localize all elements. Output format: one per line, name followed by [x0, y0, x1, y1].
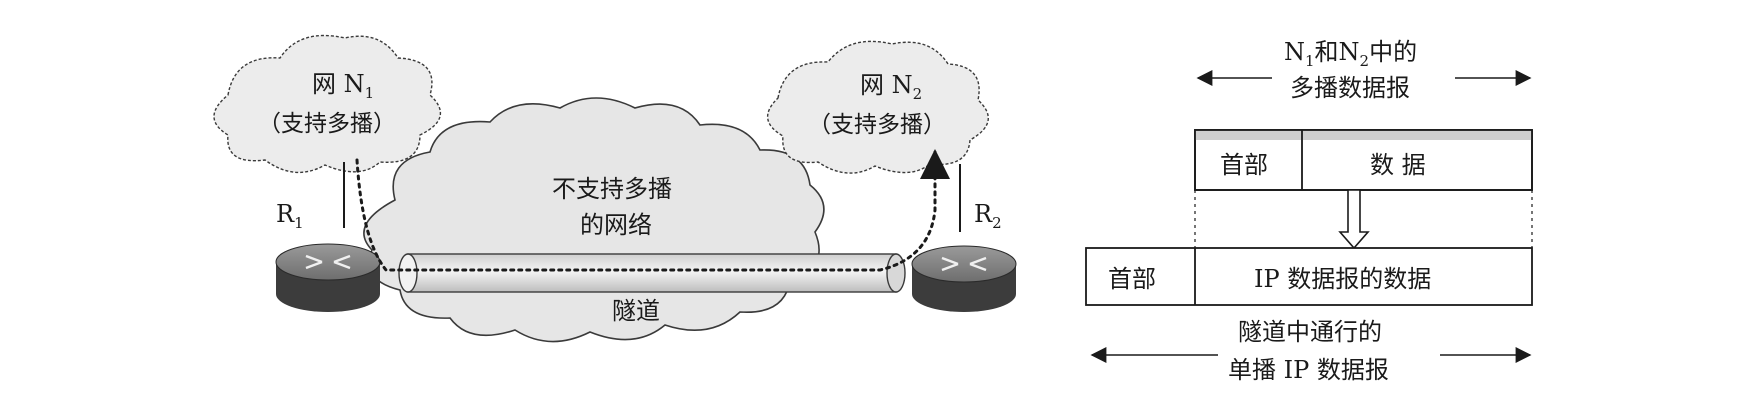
tunnel-label: 隧道 — [612, 297, 660, 325]
right-network-note: （支持多播） — [808, 112, 946, 138]
router-r1-label: R1 — [276, 200, 304, 232]
bottom-caption-line1: 隧道中通行的 — [1238, 318, 1382, 346]
left-cloud — [213, 34, 442, 174]
datagram-path — [355, 149, 950, 272]
multicast-header-cell: 首部 — [1220, 151, 1268, 179]
encapsulation-arrow — [1338, 189, 1370, 250]
top-caption-line1: N1和N2中的 — [1284, 38, 1417, 70]
router-r2-label: R2 — [974, 200, 1002, 232]
right-cloud — [767, 40, 989, 174]
unicast-datagram-box — [1085, 247, 1533, 306]
multicast-datagram-box — [1194, 129, 1533, 191]
middle-network-line1: 不支持多播 — [552, 175, 672, 203]
multicast-data-cell: 数 据 — [1370, 151, 1426, 179]
router-r1-icon — [275, 243, 381, 312]
right-network-label: 网 N2 — [860, 71, 922, 103]
unicast-data-cell: IP 数据报的数据 — [1254, 265, 1431, 293]
top-caption-line2: 多播数据报 — [1290, 74, 1410, 102]
left-network-note: （支持多播） — [258, 111, 396, 137]
middle-network-line2: 的网络 — [580, 211, 652, 239]
left-network-label: 网 N1 — [312, 70, 374, 102]
bottom-caption-line2: 单播 IP 数据报 — [1228, 356, 1389, 384]
router-r2-icon — [911, 245, 1017, 312]
tunnel-tube — [398, 253, 906, 293]
unicast-header-cell: 首部 — [1108, 265, 1156, 293]
